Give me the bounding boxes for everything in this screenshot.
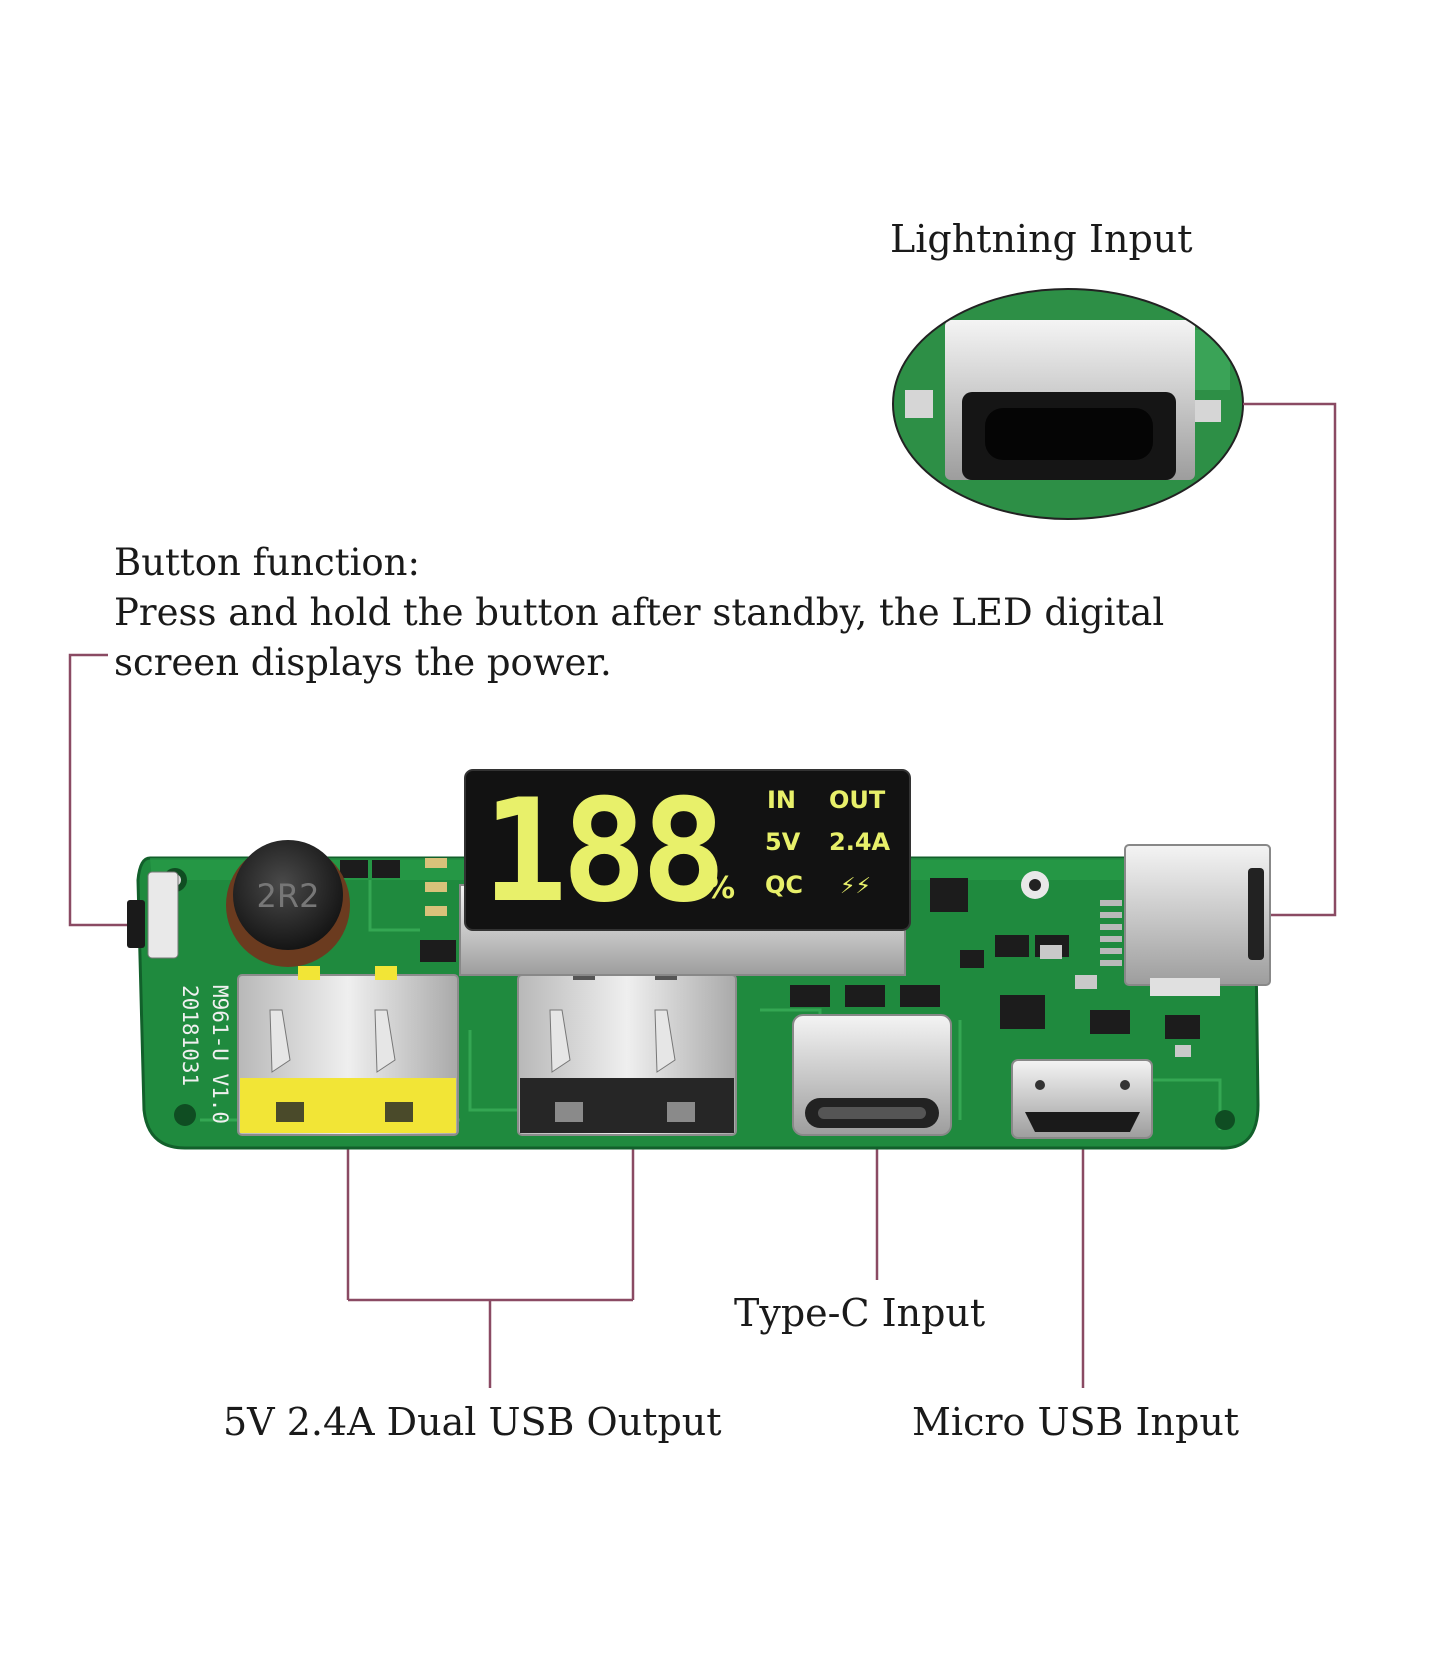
button-function-line2: screen displays the power. <box>114 640 612 684</box>
led-digits: 188 <box>482 769 720 934</box>
inductor-label: 2R2 <box>257 877 320 915</box>
side-button[interactable] <box>127 871 179 959</box>
lightning-port[interactable] <box>1100 844 1271 996</box>
leader-button <box>68 653 130 927</box>
led-out: OUT <box>829 786 886 814</box>
led-percent: % <box>705 871 735 906</box>
led-bolt-icon: ⚡⚡ <box>840 874 871 899</box>
leader-lightning <box>1243 402 1337 917</box>
micro-usb-input-label: Micro USB Input <box>912 1400 1240 1444</box>
pcb-board: 2R2 M961-U V1.0 20181031 <box>127 769 1271 1150</box>
led-readout: 188 % IN OUT 5V 2.4A QC ⚡⚡ <box>482 769 891 934</box>
usb-a-port[interactable] <box>517 966 737 1136</box>
model-silkscreen: M961-U V1.0 <box>208 985 232 1124</box>
dual-usb-output-label: 5V 2.4A Dual USB Output <box>223 1400 722 1444</box>
date-silkscreen: 20181031 <box>178 985 202 1086</box>
led-current: 2.4A <box>829 828 891 856</box>
usb-a-port-qc[interactable] <box>237 966 459 1136</box>
micro-usb-port[interactable] <box>1011 1059 1153 1139</box>
button-function-line1: Press and hold the button after standby,… <box>114 590 1165 634</box>
led-in: IN <box>767 786 796 814</box>
led-display <box>459 769 911 976</box>
button-function-title: Button function: <box>114 541 420 584</box>
inductor: 2R2 <box>226 840 350 967</box>
button-function-note: Button function: Press and hold the butt… <box>114 538 1164 688</box>
lightning-input-label: Lightning Input <box>890 217 1193 261</box>
type-c-port[interactable] <box>792 1014 952 1136</box>
led-voltage: 5V <box>765 828 801 856</box>
lightning-inset <box>892 288 1244 520</box>
led-qc: QC <box>765 871 803 899</box>
leader-lines <box>68 402 1337 1388</box>
type-c-input-label: Type-C Input <box>734 1291 986 1335</box>
